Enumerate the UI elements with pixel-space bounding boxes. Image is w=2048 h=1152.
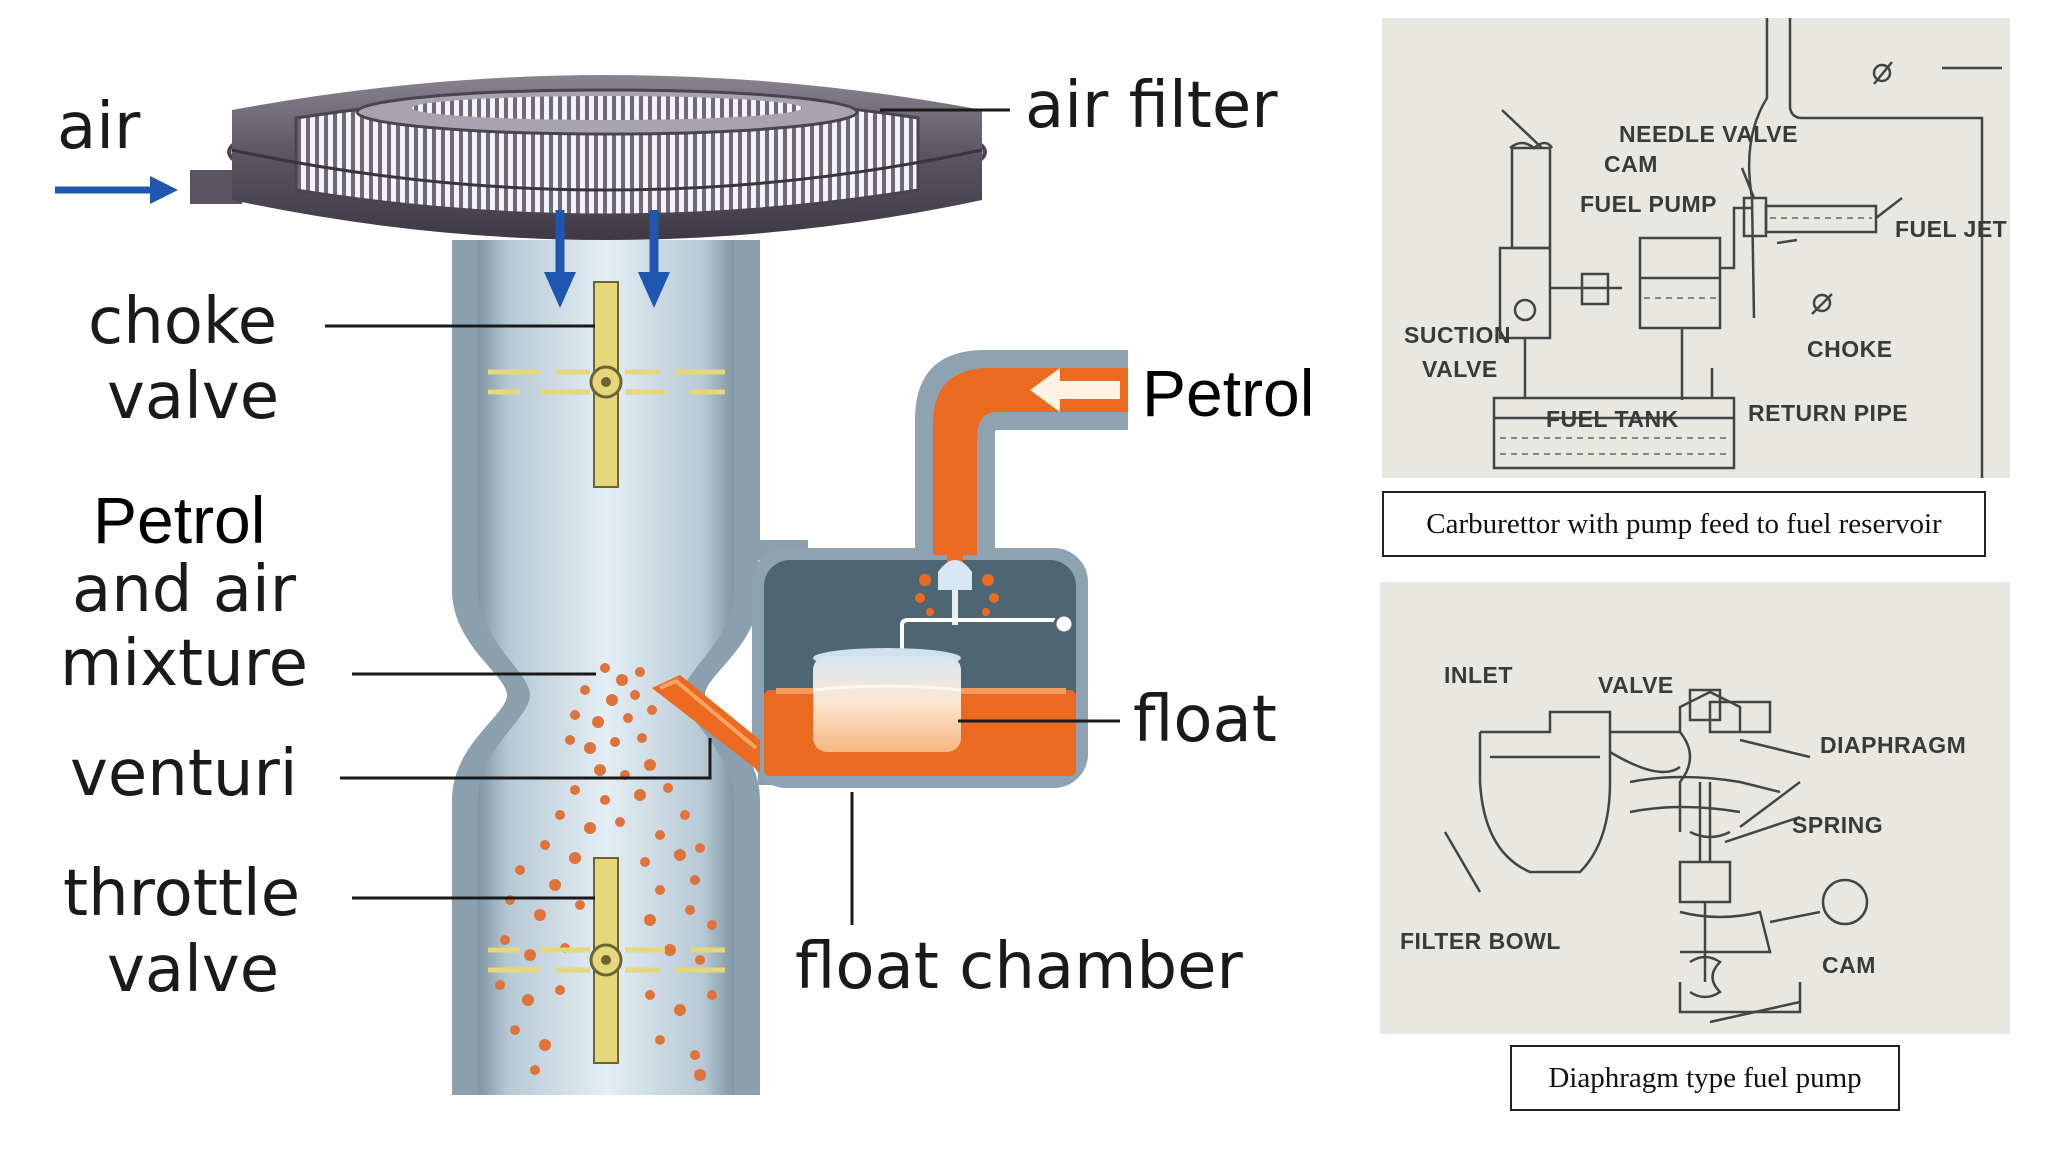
diaphragm-label: DIAPHRAGM bbox=[1820, 732, 1967, 758]
petrol-inlet-label: Petrol bbox=[1142, 356, 1315, 430]
fuel-droplets bbox=[495, 663, 717, 1081]
cam-label: CAM bbox=[1604, 151, 1658, 177]
petrol-air-mixture-label-line1: Petrol bbox=[93, 483, 266, 557]
spring-label: SPRING bbox=[1792, 812, 1884, 838]
float-label: float bbox=[1133, 683, 1277, 757]
inlet-label: INLET bbox=[1444, 662, 1513, 688]
fuel-jet bbox=[652, 675, 760, 772]
petrol-inlet-pipe bbox=[915, 350, 1128, 555]
fuel-jet-label: FUEL JET bbox=[1895, 216, 2008, 242]
filter-bowl-label: FILTER BOWL bbox=[1400, 928, 1561, 954]
diaphragm-pump-drawing bbox=[1443, 688, 1869, 1024]
diaphragm-pump-caption: Diaphragm type fuel pump bbox=[1510, 1045, 1900, 1111]
float-arm bbox=[900, 613, 1075, 650]
return-pipe-label: RETURN PIPE bbox=[1748, 400, 1909, 426]
cam-label-diaphragm: CAM bbox=[1822, 952, 1876, 978]
float-chamber-label: float chamber bbox=[795, 930, 1243, 1004]
venturi-label: venturi bbox=[70, 737, 298, 811]
needle-valve bbox=[915, 552, 999, 625]
valve-label: VALVE bbox=[1598, 672, 1674, 698]
float bbox=[812, 648, 962, 752]
leader-lines bbox=[325, 108, 1120, 925]
diaphragm-pump-schematic: INLET VALVE DIAPHRAGM SPRING FILTER BOWL… bbox=[1380, 582, 2010, 1034]
choke-valve-label-line1: choke bbox=[88, 285, 278, 359]
air-filter-label: air filter bbox=[1025, 69, 1278, 143]
suction-valve-label-line1: SUCTION bbox=[1404, 322, 1511, 348]
choke-valve bbox=[488, 281, 725, 488]
pump-feed-drawing bbox=[1492, 18, 2002, 478]
suction-valve-label-line2: VALVE bbox=[1422, 356, 1498, 382]
pump-feed-caption: Carburettor with pump feed to fuel reser… bbox=[1382, 491, 1986, 557]
fuel-tank-label: FUEL TANK bbox=[1546, 406, 1679, 432]
pump-feed-schematic: NEEDLE VALVE CAM FUEL PUMP FUEL JET SUCT… bbox=[1382, 18, 2010, 478]
air-label: air bbox=[57, 90, 141, 164]
throttle-valve bbox=[488, 857, 725, 1064]
airflow-arrows bbox=[55, 176, 670, 308]
petrol-air-mixture-label-line3: mixture bbox=[60, 627, 308, 701]
petrol-air-mixture-label-line2: and air bbox=[72, 553, 297, 627]
air-filter bbox=[190, 75, 987, 240]
choke-label: CHOKE bbox=[1807, 336, 1893, 362]
needle-valve-label: NEEDLE VALVE bbox=[1619, 121, 1798, 147]
choke-valve-label-line2: valve bbox=[107, 360, 280, 434]
fuel-pump-label: FUEL PUMP bbox=[1580, 191, 1717, 217]
throttle-valve-label-line1: throttle bbox=[63, 857, 301, 931]
throttle-valve-label-line2: valve bbox=[107, 933, 280, 1007]
